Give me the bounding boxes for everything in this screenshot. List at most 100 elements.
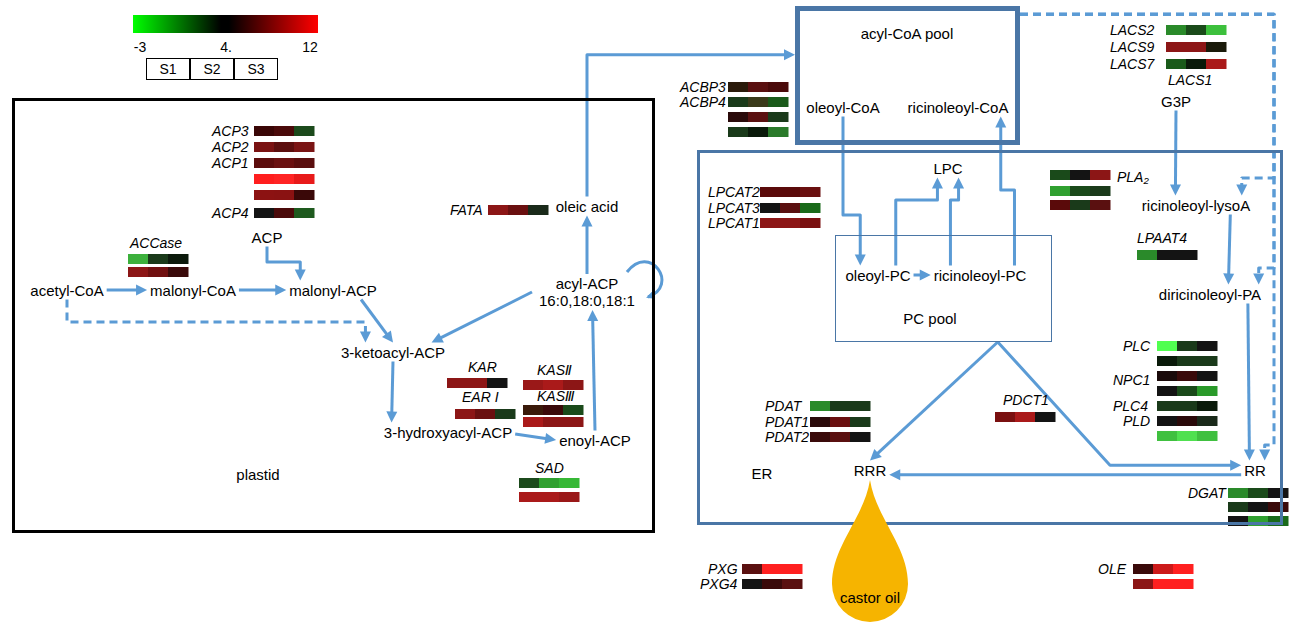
- arrow-line: [950, 187, 958, 266]
- heatmap-cell: [1157, 371, 1178, 381]
- metabolite: ricinoleoyl-CoA: [905, 98, 1012, 117]
- heatmap-cell: [523, 405, 544, 415]
- heatmap-cell: [760, 203, 781, 213]
- heatmap-cell: [1177, 416, 1198, 426]
- gene-name: DGAT: [1188, 485, 1226, 501]
- heatmap-cell: [768, 82, 789, 92]
- metabolite-name: malonyl-ACP: [289, 282, 377, 299]
- pathway-arrow: [870, 342, 998, 461]
- heatmap-cell: [1228, 502, 1249, 512]
- label-holder: LACS1: [1168, 72, 1212, 88]
- color-scale-swatch: [133, 15, 221, 33]
- label-holder: LPCAT1: [708, 215, 760, 231]
- metabolite: malonyl-CoA: [147, 281, 239, 300]
- metabolite: ricinoleoyl-lysoA: [1139, 196, 1253, 215]
- heatmap-cell: [559, 478, 580, 488]
- oil-droplet: castor oil: [832, 480, 908, 622]
- heatmap-cell: [830, 401, 851, 411]
- heatmap-cell: [1197, 416, 1218, 426]
- heatmap-cell: [168, 267, 189, 277]
- metabolite-name: acyl-ACP 16:0,18:0,18:1: [535, 275, 639, 309]
- gene-name: PXG: [708, 561, 738, 577]
- heatmap-cell: [760, 187, 781, 197]
- heatmap-cell: [1248, 502, 1269, 512]
- metabolite-name: diricinoleoyl-PA: [1159, 286, 1261, 303]
- color-scale-swatch: [221, 15, 229, 33]
- gene-name: ACCase: [130, 235, 182, 251]
- heatmap-cell: [168, 254, 189, 264]
- legend-holder: -3: [134, 39, 146, 55]
- heatmap-cell: [1177, 386, 1198, 396]
- heatmap-cell: [475, 409, 496, 419]
- arrow-head: [587, 310, 598, 321]
- pathway-arrow: [914, 270, 931, 281]
- arrow-head: [1259, 450, 1270, 461]
- pathway-arrow: [267, 247, 306, 281]
- arrow-head: [1230, 460, 1241, 471]
- compartment-label: plastid: [236, 466, 279, 483]
- gene-name: ACBP3: [680, 79, 726, 95]
- heatmap-cell: [780, 203, 801, 213]
- heatmap-cell: [780, 187, 801, 197]
- heatmap-cell: [1177, 401, 1198, 411]
- label-holder: ACBP4: [680, 94, 726, 110]
- gene-name: PDAT2: [765, 429, 809, 445]
- arrow-line: [898, 473, 1241, 476]
- metabolite-name: ACP: [252, 229, 283, 246]
- heatmap-cell: [782, 579, 803, 589]
- heatmap-cell: [1137, 250, 1158, 260]
- heatmap-cell: [850, 417, 871, 427]
- label-holder: ACP1: [212, 155, 249, 171]
- label-holder: PLD: [1123, 413, 1150, 429]
- metabolite-name: acetyl-CoA: [30, 282, 103, 299]
- heatmap-cell: [1173, 579, 1194, 589]
- gene-name: KASⅢ: [537, 388, 575, 404]
- label-holder: SAD: [535, 460, 564, 476]
- heatmap-cell: [1268, 502, 1289, 512]
- heatmap-cell: [148, 254, 169, 264]
- pathway-arrow: [998, 342, 1241, 471]
- label-holder: PLA₂: [1117, 169, 1149, 185]
- heatmap-cell: [728, 112, 749, 122]
- text-holder: plastid: [236, 466, 279, 483]
- heatmap-cell: [768, 127, 789, 137]
- metabolite: RRR: [851, 461, 890, 480]
- arrow-head: [136, 285, 147, 296]
- heatmap-cell: [1166, 42, 1187, 52]
- heatmap-cell: [800, 218, 821, 228]
- arrow-head: [1223, 273, 1234, 284]
- metabolite-name: LPC: [933, 160, 962, 177]
- metabolite-name: oleic acid: [556, 198, 619, 215]
- gene-name: FATA: [450, 202, 483, 218]
- heatmap-cell: [748, 127, 769, 137]
- metabolite: acyl-ACP 16:0,18:0,18:1: [532, 274, 642, 310]
- label-holder: PDAT: [765, 398, 801, 414]
- arrow-line: [896, 187, 938, 266]
- gene-name: PLC: [1123, 338, 1150, 354]
- heatmap-cell: [762, 579, 783, 589]
- label-holder: ACP3: [212, 123, 249, 139]
- heatmap-cell: [539, 478, 560, 488]
- metabolite: LPC: [930, 159, 965, 178]
- metabolite: ACP: [249, 228, 286, 247]
- label-holder: KASⅡ: [537, 362, 572, 378]
- arrow-line: [1229, 215, 1231, 276]
- heatmap-cell: [1206, 59, 1227, 69]
- pathway-arrow: [1170, 111, 1181, 196]
- heatmap-cell: [1177, 431, 1198, 441]
- heatmap-cell: [1157, 401, 1178, 411]
- heatmap-cell: [1166, 25, 1187, 35]
- metabolite-name: ricinoleoyl-lysoA: [1142, 197, 1250, 214]
- arrow-head: [784, 49, 795, 60]
- heatmap-cell: [294, 126, 315, 136]
- arrow-line: [1020, 14, 1274, 275]
- arrow-line: [587, 55, 786, 197]
- label-holder: ACP4: [212, 205, 249, 221]
- heatmap-cell: [1157, 250, 1178, 260]
- heatmap-cell: [768, 97, 789, 107]
- heatmap-cell: [508, 205, 529, 215]
- arrow-line: [515, 434, 547, 439]
- heatmap-cell: [274, 174, 295, 184]
- arrow-head: [932, 178, 943, 189]
